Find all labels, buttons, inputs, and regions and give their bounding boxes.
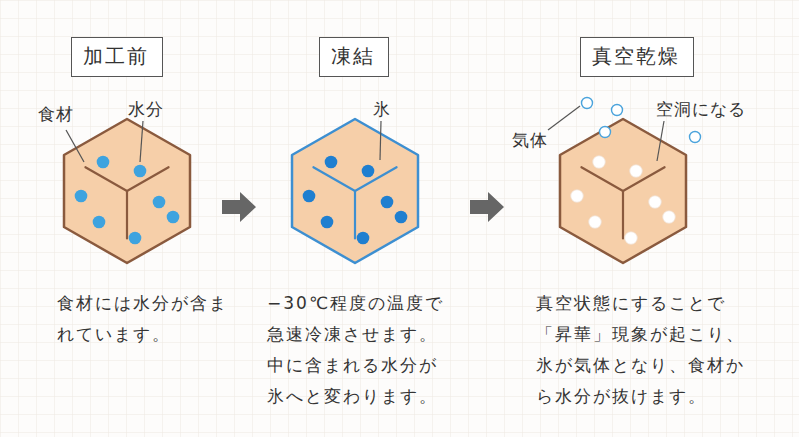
part-label: 空洞になる	[656, 99, 746, 119]
gas-bubble	[582, 98, 593, 109]
cube-edge	[127, 167, 169, 191]
leader-line	[657, 121, 664, 161]
part-label: 食材	[38, 104, 74, 124]
step-title: 凍結	[331, 46, 375, 66]
leader-line	[140, 121, 143, 162]
step-title-box: 真空乾燥	[580, 37, 694, 77]
water-dot	[362, 165, 375, 178]
cube-edge	[85, 167, 127, 191]
cube-edge	[622, 191, 624, 239]
cube-edge	[581, 167, 623, 191]
step-description: 真空状態にすることで「昇華」現象が起こり、氷が気体となり、食材から水分が抜けます…	[536, 288, 754, 412]
part-label: 氷	[373, 99, 391, 119]
cube-edge	[313, 167, 355, 191]
water-dot	[571, 190, 584, 203]
part-label: 気体	[512, 130, 548, 150]
water-dot	[129, 232, 142, 245]
water-dot	[325, 156, 338, 169]
food-cube-before	[64, 119, 190, 263]
cube-body	[560, 119, 686, 263]
water-dot	[303, 190, 316, 203]
gas-bubble	[600, 127, 611, 138]
process-arrow	[222, 192, 256, 222]
cube-edge	[126, 191, 128, 239]
gas-bubble	[612, 105, 623, 116]
water-dot	[153, 196, 166, 209]
water-dot	[625, 232, 638, 245]
step-title: 加工前	[83, 46, 149, 66]
step-title-box: 凍結	[319, 37, 389, 77]
water-dot	[395, 211, 408, 224]
process-arrow	[470, 192, 504, 222]
leader-line	[548, 106, 580, 130]
water-dot	[381, 196, 394, 209]
leader-line	[380, 121, 381, 160]
part-label: 水分	[128, 99, 164, 119]
step-title: 真空乾燥	[592, 46, 680, 66]
leader-line	[66, 130, 84, 162]
water-dot	[357, 232, 370, 245]
step-description: 食材には水分が含まれています。	[57, 288, 233, 350]
water-dot	[167, 211, 180, 224]
step-description: −30℃程度の温度で急速冷凍させます。中に含まれる水分が氷へと変わります。	[267, 288, 447, 412]
cube-edge	[355, 167, 397, 191]
cube-edge	[623, 167, 665, 191]
step-title-box: 加工前	[71, 37, 163, 77]
gas-bubble	[690, 132, 701, 143]
water-dot	[649, 196, 662, 209]
cube-body	[64, 119, 190, 263]
water-dot	[97, 156, 110, 169]
cube-edge	[354, 191, 356, 239]
cube-body	[292, 119, 418, 263]
food-cube-dried	[560, 119, 686, 263]
food-cube-frozen	[292, 119, 418, 263]
water-dot	[589, 216, 602, 229]
water-dot	[630, 165, 643, 178]
water-dot	[663, 211, 676, 224]
water-dot	[93, 216, 106, 229]
water-dot	[134, 165, 147, 178]
water-dot	[75, 190, 88, 203]
water-dot	[593, 156, 606, 169]
water-dot	[321, 216, 334, 229]
